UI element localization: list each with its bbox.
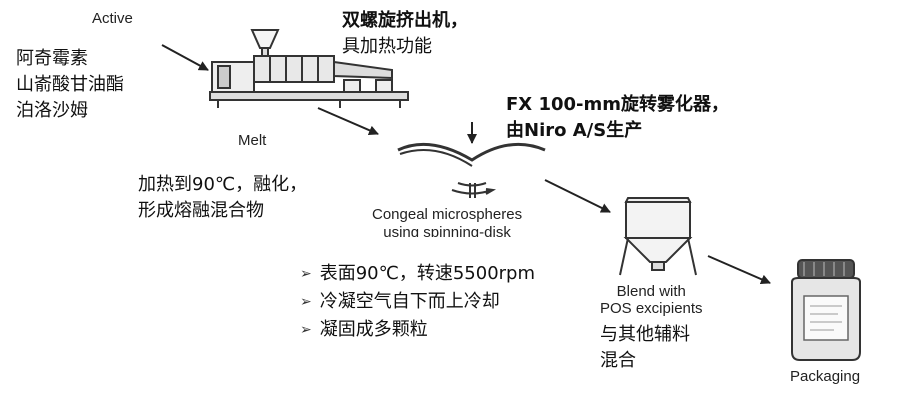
melt-note-line1: 加热到90℃，融化， (138, 174, 308, 195)
chevron-right-icon: ➢ (300, 294, 312, 310)
chevron-right-icon: ➢ (300, 322, 312, 338)
spinning-disk-icon (397, 142, 546, 198)
congeal-label-line2: using spinning-disk (383, 224, 511, 237)
congeal-label-line1: Congeal microspheres (372, 206, 523, 223)
arrow-active-to-extruder (161, 44, 209, 71)
blend-note: 与其他辅料 混合 (600, 322, 690, 374)
ingredient-poloxamer: 泊洛沙姆 (16, 100, 88, 121)
packaging-label: Packaging (790, 368, 861, 385)
congeal-bullet-2: ➢ 冷凝空气自下而上冷却 (300, 288, 535, 316)
blend-label-line1: Blend with (616, 283, 686, 300)
congeal-label: Congeal microspheres using spinning-disk (372, 206, 522, 237)
twin-screw-extruder-icon (209, 29, 409, 108)
ingredient-azithromycin: 阿奇霉素 (16, 48, 88, 69)
melt-note-line2: 形成熔融混合物 (138, 200, 264, 221)
atomizer-title-line2: 由Niro A/S生产 (506, 120, 643, 141)
blender-icon (619, 197, 697, 276)
blend-note-line1: 与其他辅料 (600, 324, 690, 345)
active-label: Active (92, 10, 133, 27)
bottle-icon (791, 259, 861, 361)
atomizer-title-line1: FX 100-mm旋转雾化器， (506, 94, 729, 115)
arrow-extruder-to-disk (317, 107, 379, 136)
chevron-right-icon: ➢ (300, 266, 312, 282)
extruder-title-line2: 具加热功能 (342, 36, 432, 57)
ingredient-glyceryl-behenate: 山嵛酸甘油酯 (16, 74, 124, 95)
bullet-text-solidify: 凝固成多颗粒 (319, 319, 428, 340)
extruder-title: 双螺旋挤出机， 具加热功能 (342, 8, 468, 60)
bullet-text-cooling-air: 冷凝空气自下而上冷却 (319, 291, 500, 312)
extruder-title-line1: 双螺旋挤出机， (342, 10, 468, 31)
melt-note: 加热到90℃，融化， 形成熔融混合物 (138, 172, 307, 224)
congeal-bullet-3: ➢ 凝固成多颗粒 (300, 316, 535, 344)
blend-note-line2: 混合 (600, 350, 636, 371)
active-ingredients: 阿奇霉素 山嵛酸甘油酯 泊洛沙姆 (16, 46, 124, 124)
bullet-text-surface-speed: 表面90℃，转速5500rpm (319, 263, 536, 284)
congeal-bullet-1: ➢ 表面90℃，转速5500rpm (300, 260, 535, 288)
arrow-blender-to-package (707, 255, 771, 284)
melt-label: Melt (238, 132, 267, 149)
blend-label-line2: POS excipients (600, 300, 703, 317)
arrow-disk-to-blender (544, 179, 611, 213)
congeal-bullet-list: ➢ 表面90℃，转速5500rpm ➢ 冷凝空气自下而上冷却 ➢ 凝固成多颗粒 (300, 260, 535, 344)
blend-label: Blend with POS excipients (600, 283, 703, 317)
atomizer-title: FX 100-mm旋转雾化器， 由Niro A/S生产 (506, 92, 729, 144)
